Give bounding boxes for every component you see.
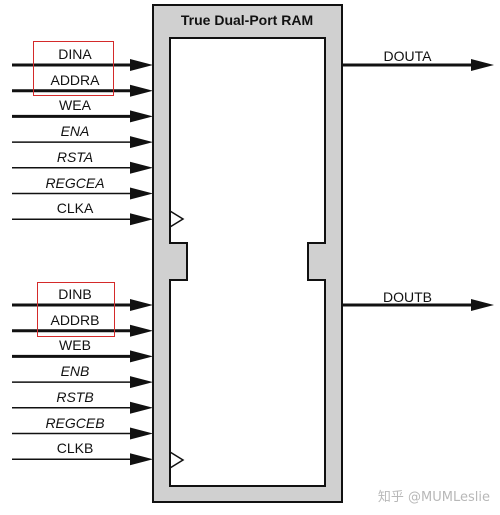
- input-wire-clkb: [12, 453, 153, 466]
- input-wire-dina: [12, 59, 153, 71]
- input-label-regceb: REGCEB: [45, 414, 105, 431]
- input-wire-enb: [12, 376, 153, 389]
- clkb-clock-icon: [169, 451, 185, 469]
- output-label-douta: DOUTA: [383, 48, 432, 64]
- clka-clock-icon: [169, 210, 185, 228]
- input-wire-ena: [12, 136, 153, 149]
- input-label-clka: CLKA: [56, 200, 94, 217]
- input-label-rsta: RSTA: [56, 148, 94, 165]
- input-wire-regceb: [12, 427, 153, 440]
- input-label-clkb: CLKB: [56, 440, 94, 457]
- input-wire-web: [12, 350, 153, 363]
- input-label-enb: ENB: [60, 363, 90, 380]
- input-wire-wea: [12, 110, 153, 123]
- signal-wires: [12, 59, 494, 466]
- input-label-addrb: ADDRB: [50, 311, 100, 328]
- block-title: True Dual-Port RAM: [180, 12, 314, 28]
- input-label-addra: ADDRA: [50, 71, 100, 88]
- input-label-dinb: DINB: [58, 286, 92, 302]
- input-wire-regcea: [12, 187, 153, 200]
- input-wire-rstb: [12, 401, 153, 414]
- input-label-wea: WEA: [59, 97, 91, 114]
- output-label-doutb: DOUTB: [383, 289, 432, 305]
- input-wire-rsta: [12, 161, 153, 174]
- highlight-box-port-b: [37, 282, 115, 337]
- input-wire-clka: [12, 213, 153, 226]
- input-wire-addrb: [12, 324, 153, 337]
- watermark: 知乎 @MUMLeslie: [377, 490, 490, 505]
- input-label-dina: DINA: [58, 46, 92, 62]
- input-label-rstb: RSTB: [56, 388, 94, 405]
- output-wire-doutb: [342, 299, 494, 311]
- ram-inner-body: [169, 37, 326, 487]
- input-wire-addra: [12, 84, 153, 97]
- input-wire-dinb: [12, 299, 153, 311]
- input-label-ena: ENA: [60, 123, 90, 140]
- highlight-box-port-a: [33, 41, 114, 96]
- output-wire-douta: [342, 59, 494, 71]
- input-label-web: WEB: [59, 337, 91, 354]
- input-label-regcea: REGCEA: [45, 174, 105, 191]
